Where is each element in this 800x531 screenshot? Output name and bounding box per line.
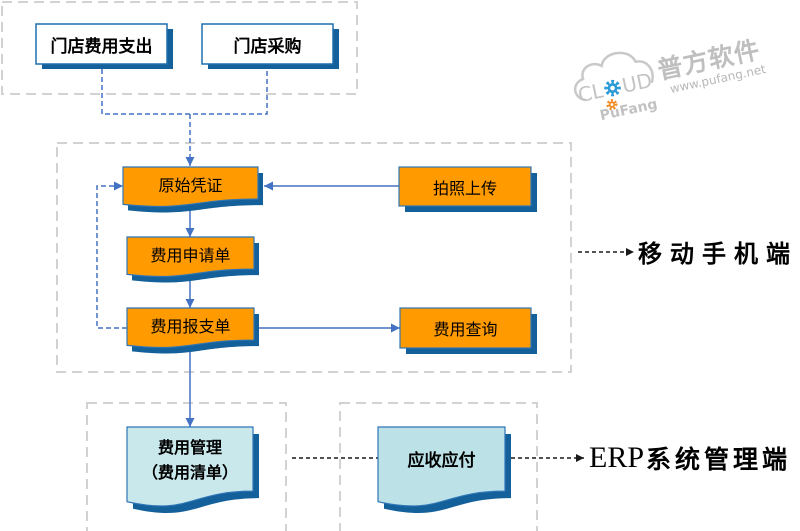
voucher-label: 原始凭证 <box>158 176 223 195</box>
watermark-brand: PuFang <box>598 96 658 124</box>
receivable-payable-box <box>377 426 506 507</box>
store-purchase-label: 门店采购 <box>233 36 302 57</box>
expense-management-box <box>126 426 254 507</box>
expense-application-box <box>126 236 255 278</box>
store-expense-label: 门店费用支出 <box>50 36 153 57</box>
watermark-cloud-text-left: CL <box>576 78 606 107</box>
watermark-cloud-text-right: UD <box>620 68 654 98</box>
expense-query-label: 费用查询 <box>433 320 498 339</box>
erp-label-suffix: 系统管理端 <box>646 445 792 474</box>
erp-end-label: ERP 系统管理端 <box>589 439 791 477</box>
expense-reimbursement-label: 费用报支单 <box>150 317 231 336</box>
photo-upload-label: 拍照上传 <box>432 178 497 198</box>
expense-application-label: 费用申请单 <box>150 246 231 265</box>
connector-store-merge <box>101 69 268 115</box>
photo-upload-box <box>398 166 532 207</box>
gear-icon <box>604 79 621 97</box>
watermark-logo: CL UD PuFang 普方软件 www.pufang.net <box>574 35 767 124</box>
expense-management-label: 费用管理 （费用清单） <box>127 427 253 493</box>
expense-management-title: 费用管理 <box>157 438 222 457</box>
erp-expense-container <box>86 402 287 531</box>
expense-management-subtitle: （费用清单） <box>141 463 238 482</box>
mobile-group-container <box>56 142 572 373</box>
expense-reimbursement-box <box>126 307 255 349</box>
gear-icon-small <box>606 99 618 111</box>
mobile-end-label: 移动手机端 <box>638 239 798 268</box>
expense-query-box <box>399 307 532 349</box>
receivable-payable-label: 应收应付 <box>407 450 476 471</box>
cloud-icon <box>574 51 654 102</box>
connector-reimbursement-feedback <box>96 181 127 329</box>
voucher-box <box>122 166 259 208</box>
store-group-container <box>1 1 358 95</box>
store-expense-box <box>35 23 168 65</box>
store-purchase-box <box>201 23 334 65</box>
erp-label-prefix: ERP <box>589 441 645 474</box>
erp-arap-container <box>339 402 538 531</box>
